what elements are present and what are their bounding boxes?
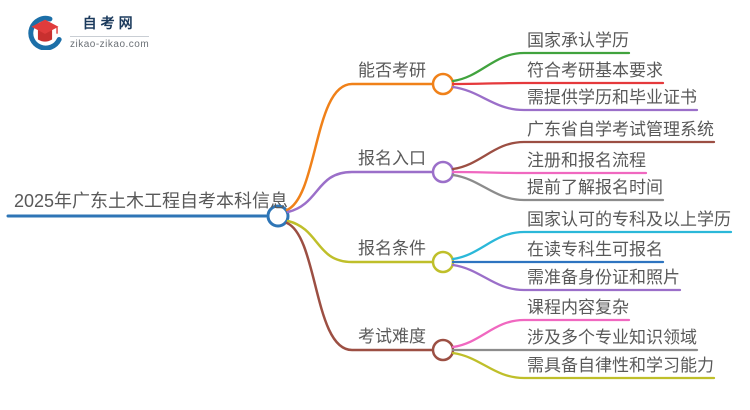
site-name: 自考网 — [70, 13, 150, 37]
child-3-3-connector — [451, 263, 682, 292]
site-logo: 自考网 zikao-zikao.com — [28, 12, 150, 50]
child-3-2-label: 在读专科生可报名 — [527, 240, 663, 259]
branch-1-connector — [285, 82, 435, 212]
root-node-circle — [266, 204, 290, 228]
child-4-3-connector — [451, 351, 716, 380]
child-4-1-connector — [451, 318, 631, 349]
child-2-2-connector — [451, 170, 648, 175]
branch-2-connector — [286, 170, 435, 214]
child-2-1-connector — [451, 140, 716, 171]
child-2-3-connector — [451, 173, 665, 202]
child-1-3-label: 需提供学历和毕业证书 — [527, 88, 697, 107]
child-3-1-label: 国家认可的专科及以上学历 — [527, 210, 731, 229]
branch-1-node-circle — [431, 72, 455, 96]
child-1-1-label: 国家承认学历 — [527, 31, 629, 50]
child-3-3-label: 需准备身份证和照片 — [527, 268, 680, 287]
child-1-2-label: 符合考研基本要求 — [527, 61, 663, 80]
root-node-label: 2025年广东土木工程自考本科信息 — [14, 191, 289, 211]
site-domain: zikao-zikao.com — [70, 38, 150, 50]
graduation-cap-icon — [28, 15, 62, 50]
child-4-1-label: 课程内容复杂 — [527, 298, 629, 317]
child-1-2-connector — [451, 81, 665, 86]
branch-3-connector — [286, 219, 435, 264]
branch-2-label: 报名入口 — [358, 149, 426, 168]
child-2-1-label: 广东省自学考试管理系统 — [527, 120, 714, 139]
child-4-3-label: 需具备自律性和学习能力 — [527, 356, 714, 375]
child-1-3-connector — [451, 85, 699, 112]
branch-3-node-circle — [431, 250, 455, 274]
child-3-1-connector — [451, 230, 733, 261]
child-2-3-label: 提前了解报名时间 — [527, 178, 663, 197]
child-4-2-label: 涉及多个专业知识领域 — [527, 328, 697, 347]
branch-4-label: 考试难度 — [358, 327, 426, 346]
branch-4-node-circle — [431, 338, 455, 362]
branch-3-label: 报名条件 — [358, 239, 426, 258]
child-1-1-connector — [451, 51, 631, 83]
branch-4-connector — [285, 221, 435, 352]
branch-1-label: 能否考研 — [358, 61, 426, 80]
branch-2-node-circle — [431, 160, 455, 184]
child-2-2-label: 注册和报名流程 — [527, 151, 646, 170]
